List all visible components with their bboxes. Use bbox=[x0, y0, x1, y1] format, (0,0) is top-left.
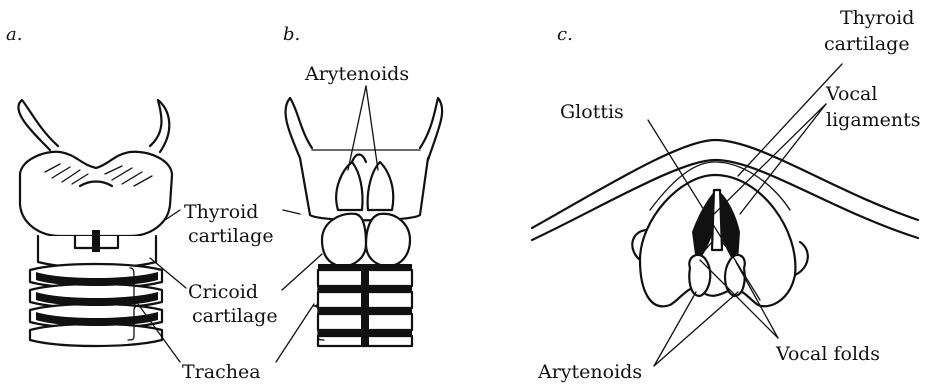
arytenoid-left-c bbox=[689, 255, 710, 296]
label-vocal-ligaments-1: Vocal bbox=[825, 83, 877, 105]
larynx-anterior-view bbox=[18, 100, 172, 346]
label-arytenoids-b: Arytenoids bbox=[304, 63, 409, 85]
trachea-rings-b bbox=[318, 264, 412, 346]
trachea-rings-a bbox=[30, 264, 162, 346]
label-cricoid-cartilage-2: cartilage bbox=[192, 305, 278, 327]
label-thyroid-cartilage-c-1: Thyroid bbox=[840, 7, 914, 29]
panel-label-c: c. bbox=[557, 24, 573, 45]
label-vocal-folds: Vocal folds bbox=[775, 343, 880, 365]
arytenoid-right-c bbox=[725, 255, 745, 296]
label-thyroid-cartilage-1: Thyroid bbox=[184, 201, 258, 223]
cricoid-cartilage-b bbox=[322, 214, 366, 267]
label-thyroid-cartilage-2: cartilage bbox=[188, 225, 274, 247]
panel-label-a: a. bbox=[6, 24, 22, 45]
panel-label-b: b. bbox=[283, 24, 300, 45]
larynx-posterior-view bbox=[285, 98, 442, 346]
label-cricoid-cartilage-1: Cricoid bbox=[188, 281, 258, 303]
thyroid-cartilage-a bbox=[20, 152, 172, 236]
label-arytenoids-c: Arytenoids bbox=[537, 361, 642, 383]
arytenoid-left-b bbox=[336, 162, 362, 210]
label-glottis: Glottis bbox=[560, 101, 624, 123]
arytenoid-right-b bbox=[368, 162, 394, 210]
label-thyroid-cartilage-c-2: cartilage bbox=[824, 33, 910, 55]
glottis-opening bbox=[712, 190, 722, 250]
label-vocal-ligaments-2: ligaments bbox=[826, 109, 921, 131]
larynx-superior-view bbox=[532, 140, 918, 306]
label-trachea: Trachea bbox=[182, 361, 261, 383]
